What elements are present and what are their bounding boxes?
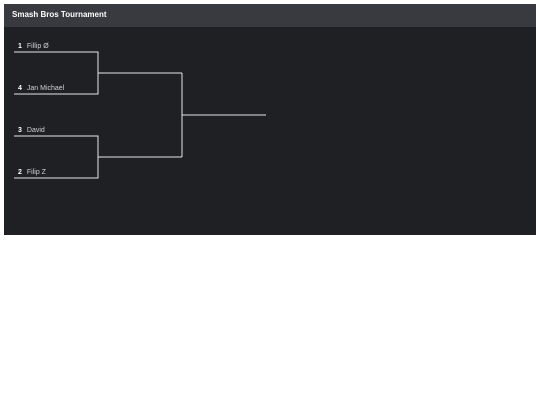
tournament-panel: Smash Bros Tournament 1 Fillip Ø 4 Jan Mic…	[4, 4, 536, 235]
player-name: David	[26, 127, 45, 134]
bracket-entrant-3[interactable]: 3 David	[18, 127, 45, 134]
seed-number: 4	[18, 85, 22, 92]
bracket-entrant-1[interactable]: 1 Fillip Ø	[18, 43, 49, 50]
tournament-title: Smash Bros Tournament	[12, 10, 107, 19]
seed-number: 3	[18, 127, 22, 134]
tournament-header: Smash Bros Tournament	[4, 4, 536, 27]
bracket-entrant-4[interactable]: 2 Filip Z	[18, 169, 46, 176]
seed-number: 2	[18, 169, 22, 176]
bracket-entrant-2[interactable]: 4 Jan Michael	[18, 85, 64, 92]
bracket-lines	[14, 51, 266, 179]
player-name: Fillip Ø	[26, 43, 49, 50]
player-name: Filip Z	[26, 169, 46, 176]
player-name: Jan Michael	[26, 85, 65, 92]
seed-number: 1	[18, 43, 22, 50]
